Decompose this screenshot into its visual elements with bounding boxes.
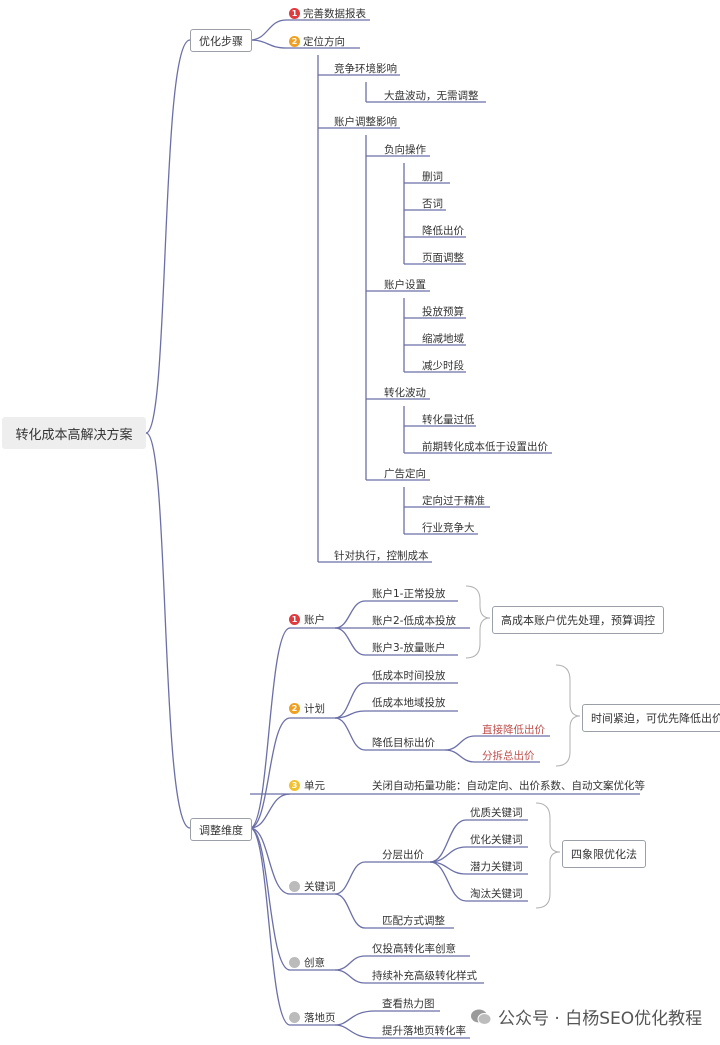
badge-3: 3 <box>289 780 300 791</box>
topic-adjust-dimension[interactable]: 调整维度 <box>190 818 252 841</box>
node-conv-item[interactable]: 转化量过低 <box>422 414 475 426</box>
badge-grey <box>289 881 300 892</box>
keyword-item[interactable]: 潜力关键词 <box>470 861 523 873</box>
plan-summary[interactable]: 时间紧迫，可优先降低出价 <box>582 704 720 732</box>
watermark-text: 公众号 · 白杨SEO优化教程 <box>498 1009 703 1029</box>
keyword-layered-bid[interactable]: 分层出价 <box>382 849 424 861</box>
account-item[interactable]: 账户1-正常投放 <box>372 588 446 600</box>
dim-unit[interactable]: 单元 <box>304 780 325 792</box>
unit-item[interactable]: 关闭自动拓量功能：自动定向、出价系数、自动文案优化等 <box>372 780 645 792</box>
keyword-item[interactable]: 优质关键词 <box>470 807 523 819</box>
account-item[interactable]: 账户3-放量账户 <box>372 642 446 654</box>
plan-subnote: 分拆总出价 <box>482 750 535 762</box>
account-summary[interactable]: 高成本账户优先处理，预算调控 <box>492 606 664 634</box>
topic-optimization-steps[interactable]: 优化步骤 <box>190 29 252 52</box>
dim-plan[interactable]: 计划 <box>304 703 325 715</box>
node-negative-ops[interactable]: 负向操作 <box>384 144 426 156</box>
account-item[interactable]: 账户2-低成本投放 <box>372 615 456 627</box>
badge-2: 2 <box>289 703 300 714</box>
badge-2: 2 <box>289 36 300 47</box>
watermark: 公众号 · 白杨SEO优化教程 <box>470 1004 702 1029</box>
plan-subnote: 直接降低出价 <box>482 724 545 736</box>
creative-item[interactable]: 持续补充高级转化样式 <box>372 970 477 982</box>
node-conv-item[interactable]: 前期转化成本低于设置出价 <box>422 441 548 453</box>
step-data-report[interactable]: 完善数据报表 <box>303 8 366 20</box>
node-target-item[interactable]: 定向过于精准 <box>422 495 485 507</box>
landing-item[interactable]: 提升落地页转化率 <box>382 1025 466 1037</box>
badge-1: 1 <box>289 614 300 625</box>
node-market-fluctuation[interactable]: 大盘波动，无需调整 <box>384 90 479 102</box>
node-conversion-fluct[interactable]: 转化波动 <box>384 387 426 399</box>
dim-account[interactable]: 账户 <box>304 614 325 626</box>
plan-item[interactable]: 降低目标出价 <box>372 737 435 749</box>
badge-1: 1 <box>289 8 300 19</box>
node-neg-item[interactable]: 降低出价 <box>422 225 464 237</box>
node-neg-item[interactable]: 删词 <box>422 171 443 183</box>
dim-creative[interactable]: 创意 <box>304 957 325 969</box>
keyword-item[interactable]: 优化关键词 <box>470 834 523 846</box>
plan-item[interactable]: 低成本时间投放 <box>372 670 446 682</box>
node-ad-targeting[interactable]: 广告定向 <box>384 468 426 480</box>
node-neg-item[interactable]: 页面调整 <box>422 252 464 264</box>
node-neg-item[interactable]: 否词 <box>422 198 443 210</box>
node-competition[interactable]: 竞争环境影响 <box>334 63 397 75</box>
wechat-icon <box>471 1009 492 1025</box>
plan-item[interactable]: 低成本地域投放 <box>372 697 446 709</box>
node-execute[interactable]: 针对执行，控制成本 <box>334 550 429 562</box>
node-setting-item[interactable]: 缩减地域 <box>422 333 464 345</box>
node-target-item[interactable]: 行业竞争大 <box>422 522 475 534</box>
node-setting-item[interactable]: 投放预算 <box>422 306 464 318</box>
node-account-settings[interactable]: 账户设置 <box>384 279 426 291</box>
keyword-item[interactable]: 淘汰关键词 <box>470 888 523 900</box>
landing-item[interactable]: 查看热力图 <box>382 998 435 1010</box>
keyword-summary[interactable]: 四象限优化法 <box>562 840 646 868</box>
creative-item[interactable]: 仅投高转化率创意 <box>372 943 456 955</box>
badge-grey <box>289 1012 300 1023</box>
node-setting-item[interactable]: 减少时段 <box>422 360 464 372</box>
step-locate-direction[interactable]: 定位方向 <box>303 36 345 48</box>
node-account-adjust[interactable]: 账户调整影响 <box>334 116 397 128</box>
badge-grey <box>289 957 300 968</box>
keyword-match[interactable]: 匹配方式调整 <box>382 915 445 927</box>
dim-landing[interactable]: 落地页 <box>304 1012 336 1024</box>
dim-keyword[interactable]: 关键词 <box>304 881 336 893</box>
root-topic[interactable]: 转化成本高解决方案 <box>2 417 146 449</box>
